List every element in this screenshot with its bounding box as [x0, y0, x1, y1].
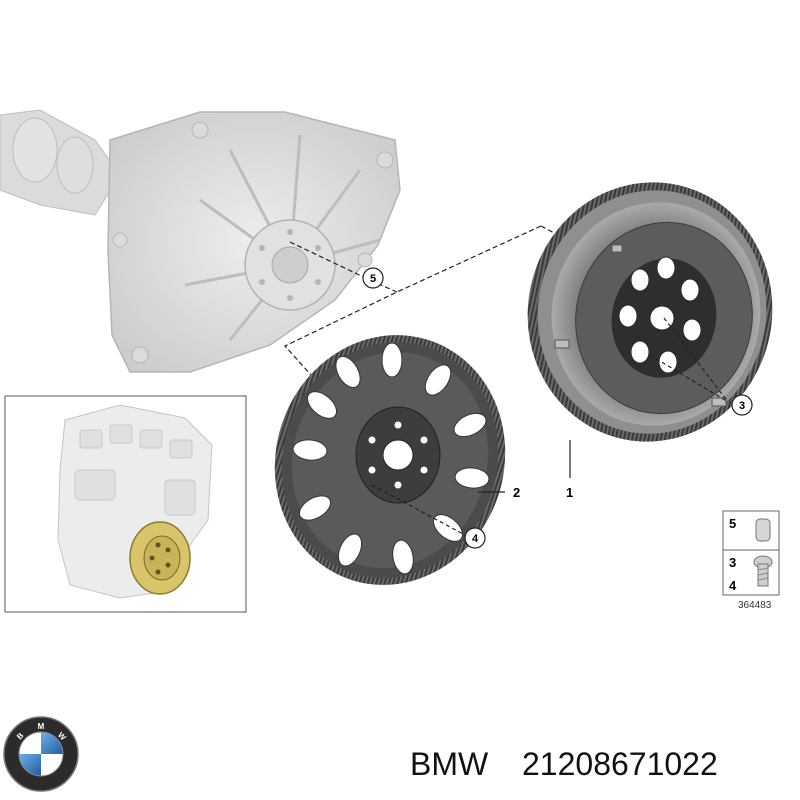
callout-4-label: 4: [472, 533, 479, 545]
svg-text:B: B: [15, 731, 26, 742]
footer-brand: BMW: [410, 746, 489, 782]
callout-5-label: 5: [370, 273, 376, 285]
legend-row-4-label: 4: [729, 578, 737, 593]
legend-row-5-label: 5: [729, 516, 736, 531]
callout-4: 4: [464, 527, 486, 549]
fastener-legend: 5 3 4 364483: [722, 510, 780, 611]
callout-2-label: 2: [513, 485, 520, 500]
bolt-icon: [753, 555, 773, 587]
callout-5: 5: [362, 267, 384, 289]
flywheel-illustration: [527, 182, 773, 442]
footer-part-number: 21208671022: [522, 746, 718, 782]
dowel-pin-icon: [755, 518, 771, 542]
legend-row-3-label: 3: [729, 555, 736, 570]
engine-inset-box: [4, 395, 247, 613]
callout-3-label: 3: [739, 400, 745, 412]
leader-lines: [371, 317, 729, 536]
svg-text:M: M: [38, 722, 45, 731]
engine-block-illustration: [57, 404, 213, 599]
engine-housing-illustration: [0, 109, 401, 373]
callout-1-label: 1: [566, 485, 573, 500]
legend-reference-code: 364483: [738, 600, 772, 611]
flex-plate-illustration: [274, 335, 506, 585]
callout-3: 3: [731, 394, 753, 416]
bmw-logo: B M W: [3, 716, 79, 792]
